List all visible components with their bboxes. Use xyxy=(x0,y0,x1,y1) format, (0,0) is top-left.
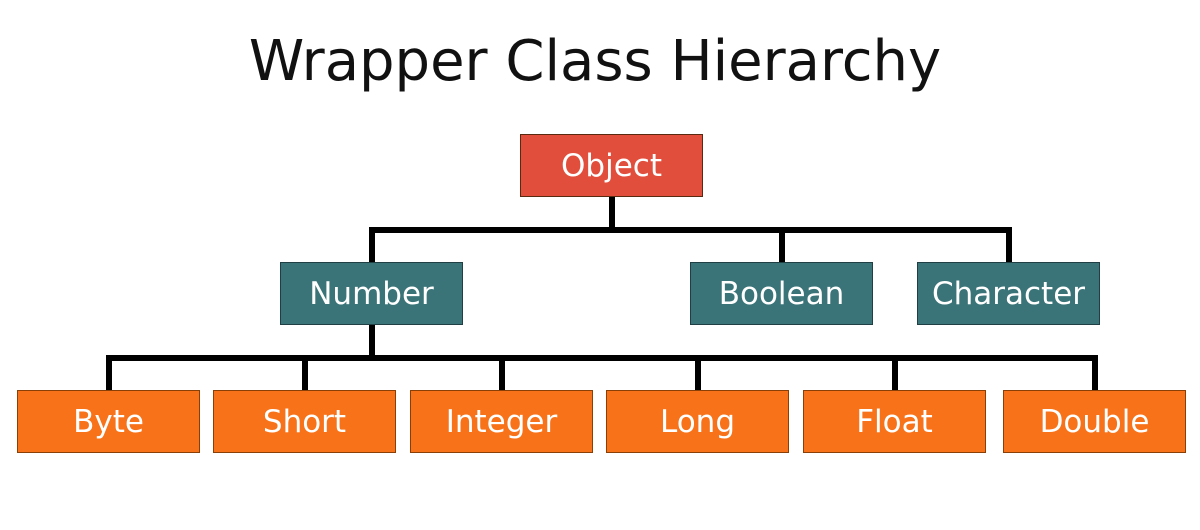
node-short-label: Short xyxy=(262,403,347,440)
node-character: Character xyxy=(917,262,1100,325)
node-object: Object xyxy=(520,134,703,197)
node-integer: Integer xyxy=(410,390,593,453)
node-long-label: Long xyxy=(659,403,736,440)
node-double: Double xyxy=(1003,390,1186,453)
node-float: Float xyxy=(803,390,986,453)
node-character-label: Character xyxy=(931,275,1086,312)
node-integer-label: Integer xyxy=(445,403,558,440)
node-boolean: Boolean xyxy=(690,262,873,325)
node-float-label: Float xyxy=(856,403,933,440)
node-long: Long xyxy=(606,390,789,453)
node-number-label: Number xyxy=(309,275,434,312)
node-boolean-label: Boolean xyxy=(718,275,845,312)
node-byte: Byte xyxy=(17,390,200,453)
diagram-title: Wrapper Class Hierarchy xyxy=(248,29,942,94)
node-object-label: Object xyxy=(561,147,662,184)
node-number: Number xyxy=(280,262,463,325)
node-double-label: Double xyxy=(1039,403,1150,440)
node-short: Short xyxy=(213,390,396,453)
node-byte-label: Byte xyxy=(73,403,144,440)
